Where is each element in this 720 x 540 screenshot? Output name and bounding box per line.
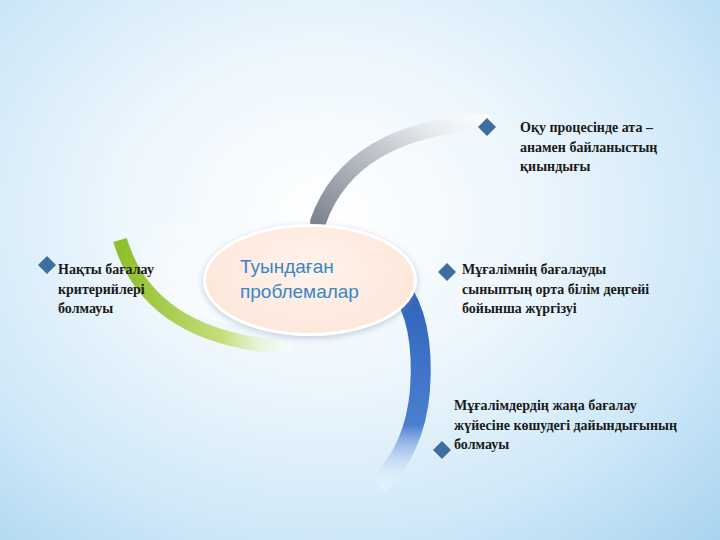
problem-text: Оқу процесінде ата – анамен байланыстың …: [520, 118, 660, 177]
oval-title: Туындаған проблемалар: [240, 255, 380, 304]
oval-content: Туындаған проблемалар: [240, 255, 380, 304]
center-oval: Туындаған проблемалар: [203, 224, 418, 336]
problem-text: Нақты бағалау критерийлері болмауы: [58, 260, 198, 319]
grey-arc: [318, 122, 485, 222]
problem-text: Мұғалімнің бағалауды сыныптың орта білім…: [462, 260, 662, 319]
problem-text: Мұғалімдердің жаңа бағалау жүйесіне көшу…: [454, 396, 684, 455]
diamond-bullet: [38, 118, 496, 459]
